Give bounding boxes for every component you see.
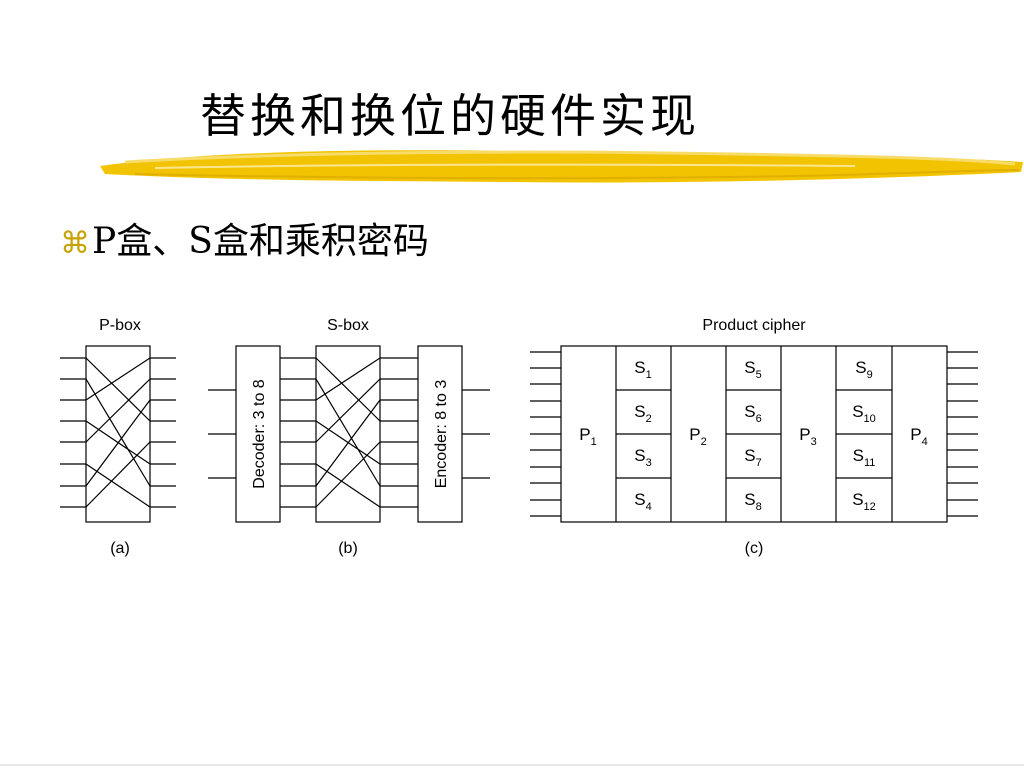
pbox-input-wires bbox=[60, 357, 86, 508]
sbox-decoder-to-perm-wires bbox=[280, 357, 316, 508]
p-box-4-label: P4 bbox=[910, 425, 927, 448]
pbox-caption: (a) bbox=[110, 540, 130, 557]
title-brush-stroke bbox=[100, 150, 1023, 183]
s-box-3-label: S3 bbox=[634, 446, 651, 469]
s-box-5-label: S5 bbox=[744, 358, 761, 381]
s-box-8-label: S8 bbox=[744, 490, 761, 513]
p-box-3-label: P3 bbox=[799, 425, 816, 448]
decoder-label: Decoder: 3 to 8 bbox=[251, 379, 268, 489]
s-box-12-label: S12 bbox=[852, 490, 876, 513]
command-bullet-icon: ⌘ bbox=[60, 226, 90, 261]
p-box-1-label: P1 bbox=[579, 425, 596, 448]
product-input-wires bbox=[530, 351, 561, 517]
sbox-input-wires bbox=[208, 389, 236, 479]
product-cipher-caption: (c) bbox=[745, 540, 764, 557]
sbox-perm-to-encoder-wires bbox=[380, 357, 418, 508]
pbox-output-wires bbox=[150, 357, 176, 508]
decoder-rect bbox=[235, 345, 281, 523]
s-box-1-label: S1 bbox=[634, 358, 651, 381]
encoder-label: Encoder: 8 to 3 bbox=[433, 380, 450, 489]
sbox-output-wires bbox=[462, 389, 490, 479]
s-box-11-label: S11 bbox=[853, 446, 876, 469]
s-box-9-label: S9 bbox=[855, 358, 872, 381]
sbox-diagram: S-box Decoder: 3 to 8 bbox=[208, 317, 490, 557]
product-cipher-label: Product cipher bbox=[702, 317, 806, 334]
bullet-item: ⌘P盒、S盒和乘积密码 bbox=[60, 212, 429, 264]
sbox-label: S-box bbox=[327, 317, 369, 334]
s-box-4-label: S4 bbox=[634, 490, 651, 513]
sbox-permutation-rect bbox=[315, 345, 381, 523]
s-box-6-label: S6 bbox=[744, 402, 761, 425]
pbox-label: P-box bbox=[99, 317, 141, 334]
sbox-permutation-wires bbox=[315, 357, 381, 508]
pbox-diagram: P-box (a) bbox=[60, 317, 176, 557]
footer-divider bbox=[0, 764, 1024, 766]
s-box-2-label: S2 bbox=[634, 402, 651, 425]
sbox-caption: (b) bbox=[338, 540, 358, 557]
s-box-7-label: S7 bbox=[744, 446, 761, 469]
p-box-2-label: P2 bbox=[689, 425, 706, 448]
product-cipher-diagram: Product cipher P1 bbox=[530, 317, 978, 557]
s-box-10-label: S10 bbox=[852, 402, 876, 425]
pbox-rect bbox=[85, 345, 151, 523]
product-sbox-row-dividers bbox=[616, 389, 892, 479]
bullet-text: P盒、S盒和乘积密码 bbox=[92, 221, 429, 262]
slide-title: 替换和换位的硬件实现 bbox=[200, 89, 700, 143]
product-output-wires bbox=[947, 351, 978, 517]
pbox-permutation-wires bbox=[85, 357, 151, 508]
